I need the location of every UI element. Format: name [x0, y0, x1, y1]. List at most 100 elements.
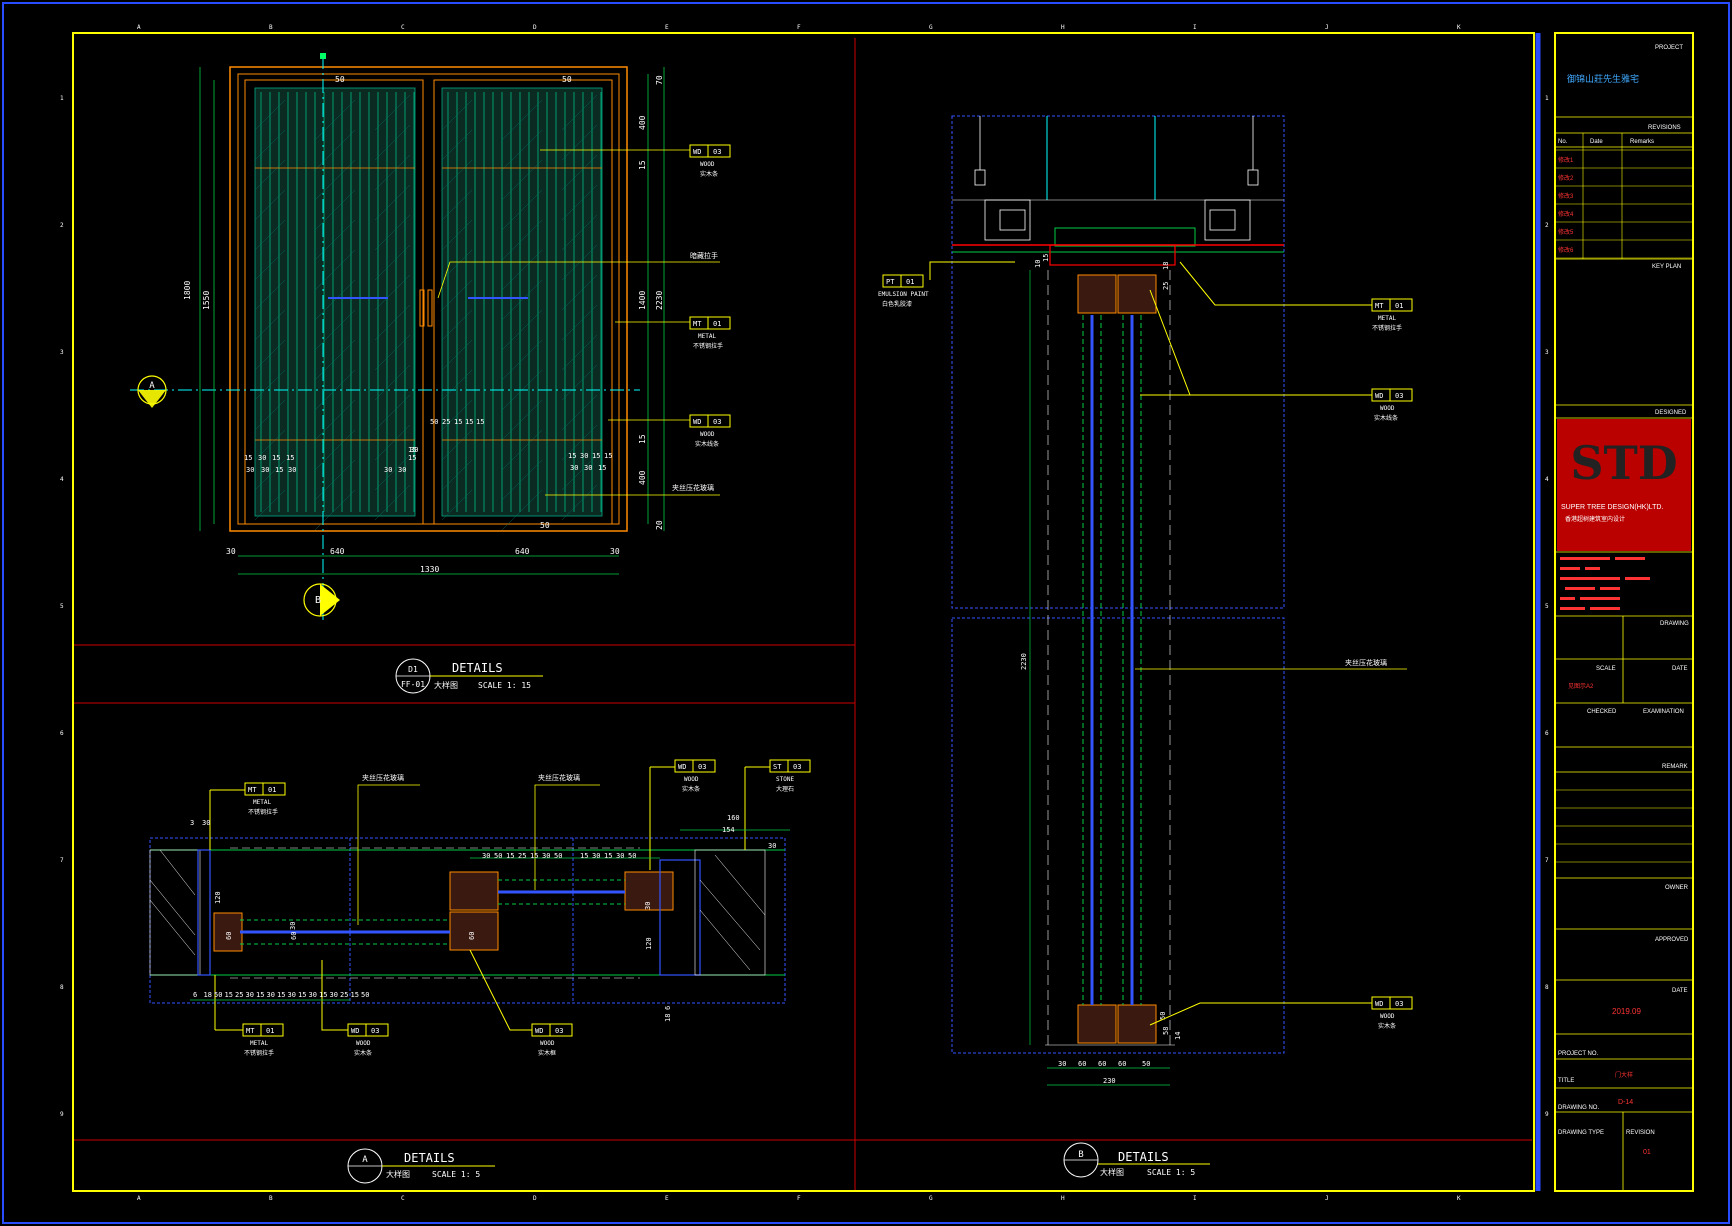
- section-marker-b: B: [303, 583, 340, 617]
- tag-num: 03: [1395, 392, 1403, 400]
- grid-col-marker: H: [1061, 24, 1065, 31]
- grid-row-marker: 9: [1545, 1111, 1549, 1118]
- hatch-line: [254, 429, 286, 461]
- callout-plan-1: 夹丝压花玻璃: [357, 773, 420, 925]
- grid-row-marker: 4: [60, 476, 64, 483]
- grid-col-marker: F: [797, 24, 801, 31]
- tb-owner-label: OWNER: [1665, 885, 1689, 891]
- tag-code: WD: [1375, 392, 1383, 400]
- hatch-line: [441, 159, 473, 191]
- tag-material: WOOD: [1380, 405, 1395, 412]
- title-block: PROJECT 御锦山莊先生雅宅 REVISIONS No. Date Rema…: [1554, 32, 1694, 1192]
- grid-row-marker: 6: [60, 730, 64, 737]
- d1-scale: SCALE 1: 15: [478, 681, 531, 690]
- hatch-line: [314, 429, 356, 471]
- tag-elev-1: MT 01 METAL 不锈钢拉手: [615, 316, 731, 350]
- hatch-line: [441, 99, 473, 131]
- hatch-line: [441, 489, 473, 521]
- plan-dim-side: 6: [664, 1006, 672, 1010]
- callout-glass: 夹丝压花玻璃: [545, 483, 720, 496]
- hatch-line: [501, 129, 543, 171]
- hatch-line: [314, 399, 356, 441]
- tb-checked-label: CHECKED: [1587, 709, 1617, 715]
- a-heading: DETAILS: [404, 1151, 455, 1165]
- a-circle: A: [362, 1155, 368, 1165]
- plan-dim-top: 25: [518, 852, 526, 860]
- tb-rev-row-4: 修改5: [1558, 228, 1574, 236]
- plan-dim-top: 160: [727, 814, 740, 822]
- door-handle-left: [419, 289, 425, 327]
- hatch-line: [254, 129, 286, 161]
- hatch-line: [561, 484, 598, 521]
- tag-plan-4: WD 03 WOOD 实木条: [321, 960, 389, 1057]
- plan-dim-bottom: 30: [288, 991, 296, 999]
- tag-vs-0: PT 01 EMULSION PAINT 白色乳胶漆: [878, 261, 1015, 308]
- hatch-line: [501, 159, 543, 201]
- tag-cn: 实木条: [1378, 1022, 1396, 1030]
- tb-approved-label: APPROVED: [1655, 937, 1689, 943]
- hatch-line: [501, 339, 543, 381]
- plan-dim-side: 60: [225, 932, 233, 940]
- tb-date-label: DATE: [1672, 666, 1688, 672]
- hatch-line: [441, 129, 473, 161]
- d1-circle-top: D1: [408, 665, 418, 674]
- tag-code: WD: [1375, 1000, 1383, 1008]
- vs-dim-side: 15: [1042, 254, 1050, 262]
- vs-dim-bottom: 60: [1118, 1060, 1126, 1068]
- tag-plan-1: WD 03 WOOD 实木条: [649, 759, 716, 870]
- tb-drawing-no-label: DRAWING NO.: [1558, 1105, 1599, 1111]
- grid-row-marker: 3: [60, 349, 64, 356]
- tag-material: METAL: [253, 799, 271, 806]
- tag-material: EMULSION PAINT: [878, 291, 929, 298]
- door-handle-right: [427, 289, 433, 327]
- tb-scale-label: SCALE: [1596, 666, 1616, 672]
- tb-drawing-type-label: DRAWING TYPE: [1558, 1130, 1604, 1136]
- plan-dim-bottom: 25: [340, 991, 348, 999]
- hatch-line: [441, 339, 473, 371]
- hatch-line: [441, 309, 473, 341]
- grid-row-marker: 8: [60, 984, 64, 991]
- plan-dim-top: 30: [616, 852, 624, 860]
- tb-rev-row-1: 修改2: [1558, 174, 1574, 182]
- grid-col-marker: A: [137, 1195, 141, 1202]
- tag-cn: 不锈钢拉手: [248, 808, 278, 816]
- vs-dim-bottom: 50: [1142, 1060, 1150, 1068]
- title-b: B DETAILS 大样图 SCALE 1: 5: [1063, 1142, 1210, 1178]
- grid-col-marker: J: [1325, 24, 1329, 31]
- tag-plan-5: WD 03 WOOD 实木框: [469, 949, 573, 1057]
- hatch-line: [561, 274, 598, 311]
- sheet-frame: [72, 32, 1535, 1192]
- inner-dim: 15: [592, 452, 600, 460]
- plan-dim-side: 18: [664, 1014, 672, 1022]
- hatch-line: [561, 124, 598, 161]
- tag-num: 01: [1395, 302, 1403, 310]
- plan-dim-side: 120: [645, 937, 653, 950]
- plan-dim-side: 60: [290, 932, 298, 940]
- tag-vs-2: WD 03 WOOD 实木线条: [1140, 289, 1413, 422]
- hatch-line: [561, 94, 598, 131]
- tag-code: MT: [246, 1027, 255, 1035]
- hatch-line: [254, 369, 286, 401]
- grid-row-marker: 5: [60, 603, 64, 610]
- inner-dim: 30: [384, 466, 392, 474]
- vs-dim-height: 2230: [1020, 653, 1028, 670]
- tb-designed-label: DESIGNED: [1655, 410, 1687, 416]
- hatch-line: [501, 489, 543, 531]
- hatch-line: [254, 309, 286, 341]
- plan-dim-top: 30: [592, 852, 600, 860]
- hatch-line: [314, 279, 356, 321]
- dim-bottom-0: 30: [226, 547, 236, 556]
- hatch-line: [374, 424, 411, 461]
- tag-cn: 实木条: [700, 170, 718, 178]
- plan-dim-bottom: 15: [225, 991, 233, 999]
- tag-code: MT: [248, 786, 257, 794]
- hatch-line: [374, 364, 411, 401]
- hatch-line: [561, 454, 598, 491]
- tag-vs-3: WD 03 WOOD 实木条: [1149, 996, 1413, 1030]
- dim-top-0: 50: [335, 75, 345, 84]
- tb-keyplan-label: KEY PLAN: [1652, 264, 1681, 270]
